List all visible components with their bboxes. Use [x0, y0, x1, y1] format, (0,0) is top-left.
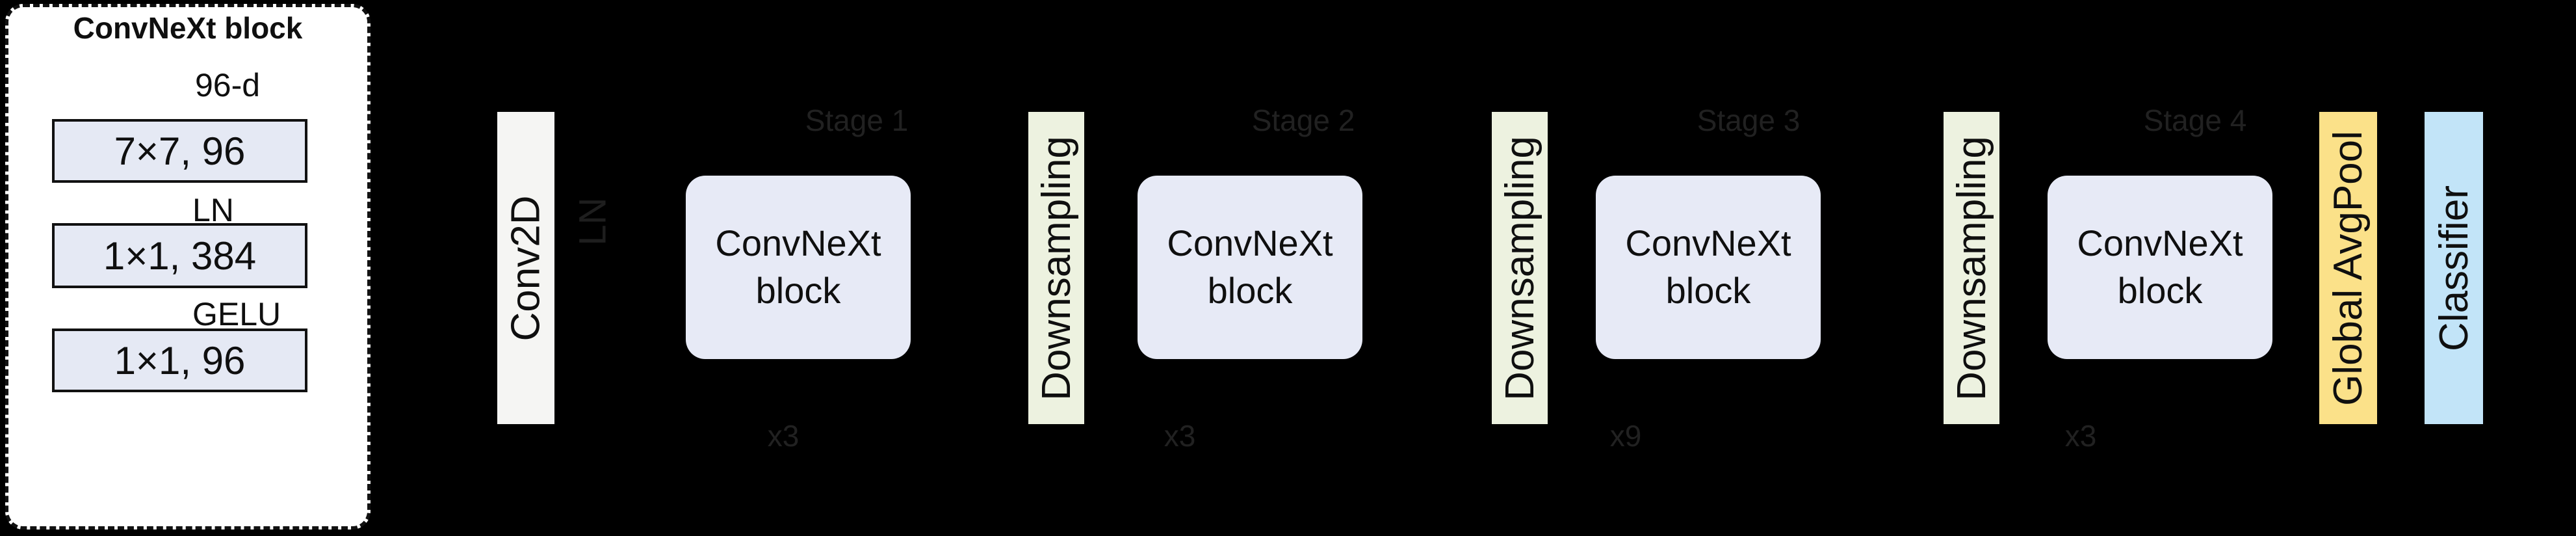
stem-conv2d-label: Conv2D — [503, 195, 549, 341]
downsampling-label-1: Downsampling — [1034, 135, 1079, 401]
panel-title: ConvNeXt block — [73, 11, 303, 45]
global-avgpool-label: Global AvgPool — [2326, 130, 2371, 406]
stem-layernorm: LN — [564, 163, 621, 280]
layernorm-label: LN — [192, 192, 234, 228]
stage-3-repeat-count: x9 — [1609, 419, 1642, 453]
pointwise-conv-reduce-layer-box: 1×1, 96 — [52, 328, 307, 392]
classifier-label: Classifier — [2431, 185, 2477, 351]
global-avgpool-box: Global AvgPool — [2319, 112, 2377, 424]
downsampling-label-3: Downsampling — [1949, 135, 1994, 401]
downsampling-box-2: Downsampling — [1492, 112, 1548, 424]
downsampling-label-2: Downsampling — [1497, 135, 1542, 401]
stage-1-title: Stage 1 — [805, 103, 909, 137]
stage-4-convnext-block: ConvNeXt block — [2048, 176, 2272, 359]
gelu-label: GELU — [192, 296, 281, 332]
depthwise-conv-layer-box: 7×7, 96 — [52, 119, 307, 183]
stage-1-repeat-count: x3 — [767, 419, 800, 453]
stage-3-convnext-block: ConvNeXt block — [1596, 176, 1821, 359]
stage-2-repeat-count: x3 — [1164, 419, 1196, 453]
classifier-box: Classifier — [2425, 112, 2483, 424]
stage-4-repeat-count: x3 — [2064, 419, 2097, 453]
input-dim-label: 96-d — [195, 67, 261, 103]
stage-2-title: Stage 2 — [1251, 103, 1355, 137]
stem-layernorm-label: LN — [571, 196, 614, 246]
stem-conv2d-box: Conv2D — [497, 112, 554, 424]
stage-3-title: Stage 3 — [1697, 103, 1801, 137]
downsampling-box-1: Downsampling — [1028, 112, 1084, 424]
downsampling-box-3: Downsampling — [1944, 112, 1999, 424]
pointwise-conv-expand-layer-box: 1×1, 384 — [52, 223, 307, 288]
stage-2-convnext-block: ConvNeXt block — [1138, 176, 1362, 359]
stage-4-title: Stage 4 — [2143, 103, 2247, 137]
stage-1-convnext-block: ConvNeXt block — [686, 176, 911, 359]
